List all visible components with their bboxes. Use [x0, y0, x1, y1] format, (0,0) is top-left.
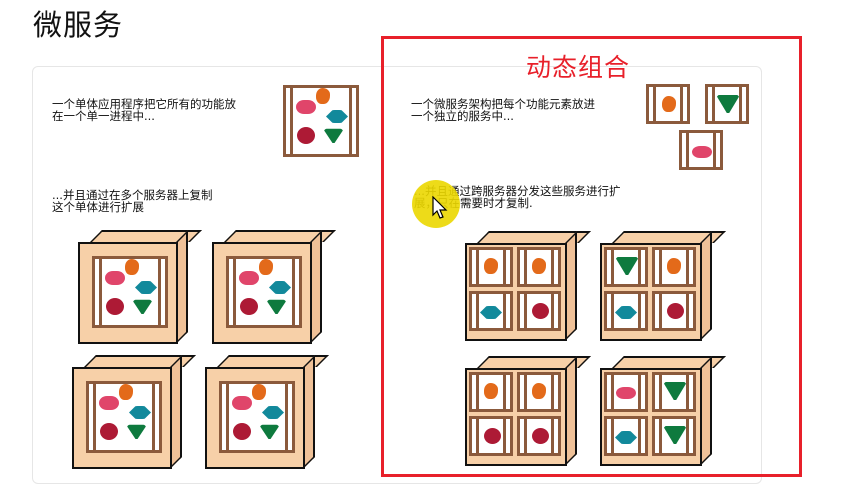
orange-blob-icon [662, 96, 676, 112]
pink-bow-icon [692, 146, 712, 158]
microservice-server-4 [600, 356, 726, 466]
monolith-server-3 [72, 355, 196, 469]
monolith-server-1 [78, 230, 202, 344]
green-triangle-icon [323, 128, 344, 143]
monolith-caption-1: 一个单体应用程序把它所有的功能放 在一个单一进程中... [52, 97, 236, 123]
microservice-server-2 [600, 231, 726, 341]
monolith-server-2 [212, 230, 336, 344]
dynamic-composition-highlight [381, 36, 802, 477]
microservice-server-3 [465, 356, 591, 466]
red-circle-icon [297, 127, 315, 144]
microservice-caption-1: 一个微服务架构把每个功能元素放进 一个独立的服务中... [411, 97, 595, 123]
mouse-pointer-icon [432, 195, 448, 224]
highlight-title: 动态组合 [526, 53, 631, 82]
green-triangle-icon [716, 94, 740, 113]
orange-blob-icon [316, 88, 330, 104]
service-frame-green [705, 84, 749, 124]
monolith-caption-2: ...并且通过在多个服务器上复制 这个单体进行扩展 [52, 188, 213, 214]
microservice-server-1 [465, 231, 591, 341]
service-frame-orange [646, 84, 690, 124]
service-frame-pink [679, 130, 723, 170]
monolith-server-4 [205, 355, 329, 469]
teal-diamond-icon [326, 110, 348, 123]
pink-bow-icon [296, 100, 316, 114]
page-title: 微服务 [33, 8, 124, 42]
monolith-app-frame [283, 85, 359, 157]
